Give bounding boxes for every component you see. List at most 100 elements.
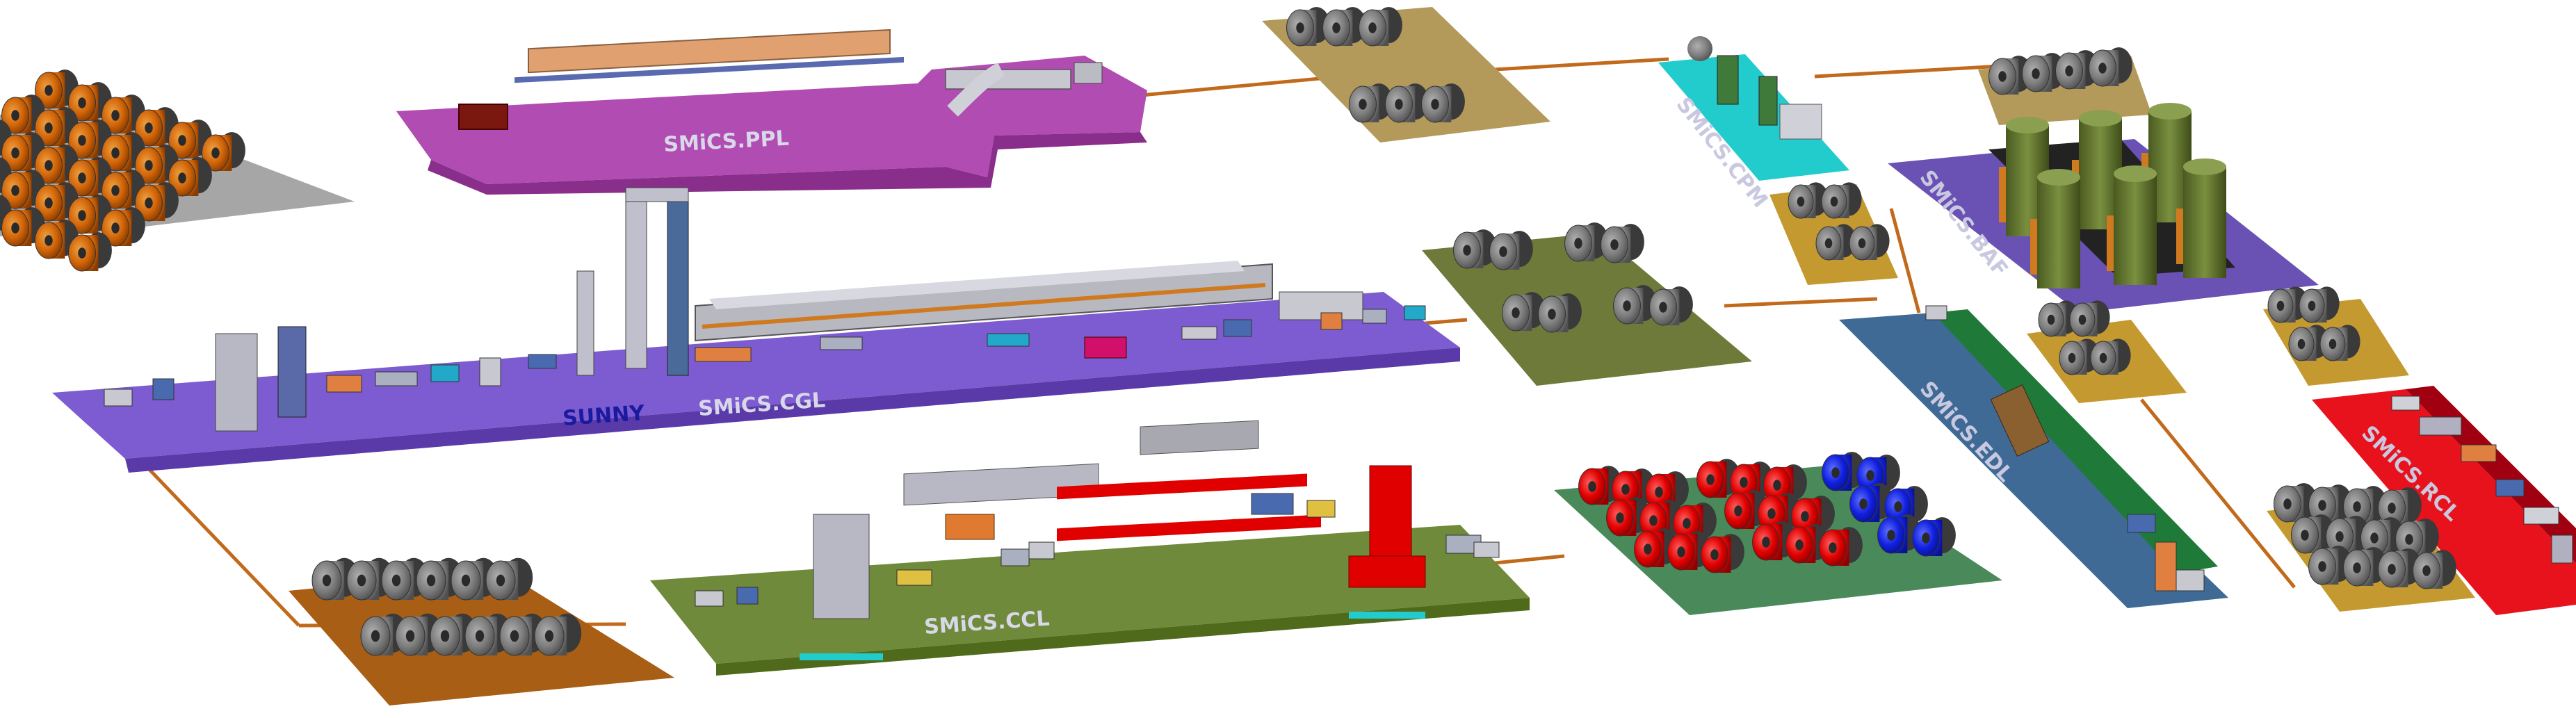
machine-part — [2391, 395, 2420, 411]
rcl-unit: SMiCS.RCL — [2027, 286, 2576, 615]
coil-core — [1610, 239, 1619, 250]
baf-tower — [2176, 158, 2226, 278]
mid-coil-storage — [1422, 222, 1752, 386]
cpm-reel — [1687, 36, 1712, 61]
coil-core — [1859, 498, 1868, 509]
coil-core — [1734, 505, 1742, 516]
machine-part — [695, 590, 724, 607]
coil-core — [1588, 481, 1596, 492]
coil-core — [111, 222, 120, 234]
coil-core — [111, 185, 120, 196]
coil-core — [1332, 22, 1340, 33]
ppl-furnace-body — [528, 28, 891, 74]
coil-core — [78, 210, 86, 221]
coil-core — [475, 630, 485, 642]
machine-part — [2127, 514, 2156, 533]
coil — [35, 182, 79, 222]
ppl-loop-duct — [947, 63, 1005, 117]
conveyor-cgl-to-mid-coils — [1425, 318, 1468, 325]
ccl-pit-left — [800, 653, 883, 660]
cgl-entry-tower-1 — [215, 333, 258, 432]
coil — [1701, 534, 1744, 573]
coil-core — [78, 135, 86, 146]
machine-part — [326, 375, 362, 393]
machine-part — [2461, 444, 2497, 462]
coil — [2090, 338, 2131, 375]
ppl-rail — [515, 56, 904, 83]
coil-core — [44, 197, 53, 209]
baf-tower-pipe — [2107, 215, 2114, 271]
coil-core — [1824, 238, 1833, 249]
machine-part — [479, 357, 501, 386]
coil — [1752, 521, 1796, 561]
machine-part — [528, 354, 557, 369]
baf-tower-body — [2183, 167, 2226, 278]
coil — [1788, 182, 1829, 219]
machine-part — [1251, 493, 1294, 515]
coil — [2069, 300, 2110, 337]
coil-core — [1359, 99, 1367, 110]
conveyor-cgl-down-left — [138, 457, 300, 627]
ccl-oven-1 — [903, 463, 1099, 506]
coil-core — [2283, 498, 2292, 509]
coil-core — [2098, 63, 2107, 74]
machine-part — [1001, 548, 1030, 566]
ccl-red-rail-1 — [1057, 473, 1307, 500]
coil-core — [1548, 309, 1556, 320]
storage-floor-olive — [1422, 233, 1752, 386]
coil — [135, 182, 179, 222]
cgl-looper-frame-1 — [625, 187, 647, 369]
coil — [2319, 325, 2360, 361]
cpm-stand-2 — [1758, 76, 1778, 126]
coil — [2288, 325, 2329, 361]
machine-part — [104, 389, 133, 407]
coil-core — [1677, 546, 1685, 557]
coil-core — [1706, 474, 1715, 485]
coil-core — [544, 630, 554, 642]
ccl-oven-2 — [1140, 420, 1259, 455]
coil-core — [211, 147, 220, 158]
coil — [1538, 293, 1582, 333]
machine-part — [2155, 541, 2177, 591]
baf-tower-top — [2183, 158, 2226, 175]
coil — [1421, 83, 1465, 123]
coil — [1667, 531, 1711, 571]
coil-core — [1831, 467, 1840, 478]
coil-core — [1431, 99, 1439, 110]
coil-core — [11, 222, 19, 234]
baf-tower-body — [2037, 177, 2080, 288]
coil-core — [2032, 68, 2040, 79]
ccl-pit-right — [1349, 612, 1425, 619]
coil-core — [2388, 503, 2396, 514]
coil-core — [1866, 470, 1874, 481]
baf-tower-top — [2114, 165, 2157, 182]
cpm-stand-1 — [1717, 55, 1739, 105]
coil-core — [2099, 352, 2107, 364]
coil-core — [2370, 532, 2379, 544]
coil — [1821, 182, 1862, 219]
conveyor-cpm-to-baf-coils — [1814, 64, 2003, 79]
machine-part — [1181, 326, 1217, 340]
coil — [1601, 224, 1644, 263]
machine-part — [1362, 309, 1387, 324]
baf-tower-top — [2079, 110, 2122, 127]
coil-core — [2047, 314, 2055, 325]
top-coil-storage — [1262, 7, 1550, 142]
coil-core — [1499, 246, 1507, 257]
coil-core — [426, 574, 436, 587]
machine-part — [1306, 500, 1336, 518]
baf-tower-pipe — [1999, 167, 2006, 222]
conveyor-baf-to-rcl — [2140, 398, 2296, 589]
coil — [2274, 483, 2317, 523]
coil-core — [1830, 196, 1838, 207]
coil — [2308, 546, 2352, 585]
ppl-entry-unit — [458, 104, 508, 130]
coil-core — [78, 172, 86, 183]
coil-core — [1762, 537, 1770, 548]
bottom-left-coil-storage — [289, 557, 674, 705]
coil-core — [2353, 501, 2361, 512]
coil — [202, 132, 245, 172]
coil — [2395, 519, 2439, 558]
machine-part — [1473, 541, 1500, 558]
ccl-coater — [945, 514, 995, 540]
